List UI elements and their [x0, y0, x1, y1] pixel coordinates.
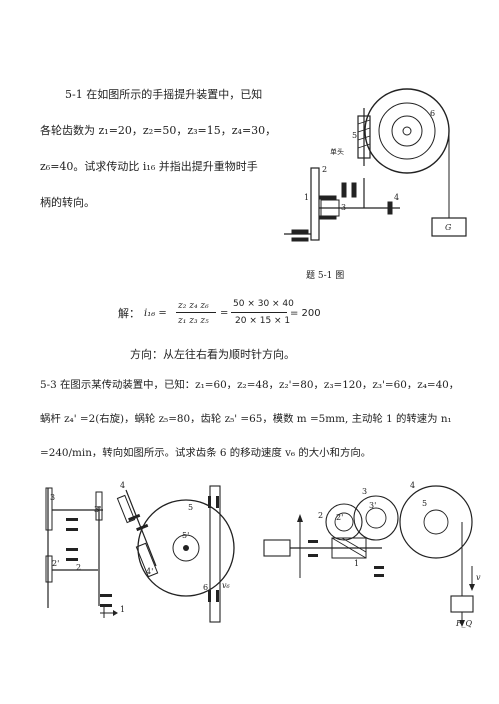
fig53l-label-2p: 2' — [52, 559, 59, 568]
fig51-label-1: 1 — [304, 193, 309, 202]
solution-den-sym: z₁ z₃ z₅ — [178, 316, 209, 326]
fig53l-label-4p: 4' — [146, 567, 153, 576]
fig53r-label-fq: F_Q — [455, 619, 473, 628]
fig53r-label-1: 1 — [354, 559, 359, 568]
fig53l-label-5: 5 — [188, 503, 193, 512]
solution-equation: 解： i₁₆ = z₂ z₄ z₆ z₁ z₃ z₅ = 50 × 30 × 4… — [118, 295, 321, 335]
p51-line3: z₆=40。试求传动比 i₁₆ 并指出提升重物时手 — [40, 160, 258, 173]
solution-num-values: 50 × 30 × 40 — [233, 299, 294, 309]
figure-5-3-right: 2 2' 3 3' 4 5 1 v F_Q — [263, 481, 481, 628]
fig53l-label-3: 3 — [50, 493, 55, 502]
fig51-label-3: 3 — [341, 203, 346, 212]
fig51-label-4: 4 — [394, 193, 399, 202]
fig53l-label-5p: 5' — [182, 531, 189, 540]
p51-line2: 各轮齿数为 z₁=20，z₂=50，z₃=15，z₄=30， — [40, 124, 277, 137]
fig53l-label-6: 6 — [203, 583, 208, 592]
fig53r-label-2: 2 — [318, 511, 323, 520]
fig53r-label-2p: 2' — [336, 513, 343, 522]
fig53r-label-3p: 3' — [369, 501, 376, 510]
fig53r-label-3: 3 — [362, 487, 367, 496]
fig51-label-5: 5 — [352, 131, 357, 140]
solution-direction: 方向：从左往右看为顺时针方向。 — [130, 348, 295, 361]
solution-eq1: = — [220, 308, 229, 319]
p53-line3: =240/min，转向如图所示。试求齿条 6 的移动速度 v₆ 的大小和方向。 — [40, 447, 372, 459]
solution-prefix: 解： — [118, 307, 140, 320]
p53-line1: 5-3 在图示某传动装置中，已知：z₁=60，z₂=48，z₂'=80，z₃=1… — [40, 379, 460, 391]
fig53r-label-4: 4 — [410, 481, 415, 490]
fig53r-label-5: 5 — [422, 499, 427, 508]
fig51-caption: 题 5-1 图 — [306, 271, 345, 281]
figure-5-3-left: 3 3' 4 5 5' 4' 2' 2 1 6 v₆ — [45, 481, 235, 623]
solution-den-values: 20 × 15 × 1 — [235, 316, 291, 326]
fig51-label-6: 6 — [430, 109, 435, 118]
fig53l-label-v6: v₆ — [222, 581, 231, 590]
solution-num-sym: z₂ z₄ z₆ — [178, 301, 209, 311]
solution-result: = 200 — [290, 308, 321, 319]
figure-5-1: 6 5 单头 2 1 3 4 G — [284, 88, 467, 242]
solution-lhs: i₁₆ = — [144, 308, 167, 319]
p51-line1: 5-1 在如图所示的手摇提升装置中，已知 — [65, 88, 263, 101]
fig51-label-G: G — [445, 223, 452, 232]
fig53l-label-3p: 3' — [94, 505, 101, 514]
fig53l-label-1: 1 — [120, 605, 125, 614]
p51-line4: 柄的转向。 — [40, 196, 95, 209]
fig53r-label-v: v — [476, 573, 481, 582]
fig53l-label-2: 2 — [76, 563, 81, 572]
fig51-label-worm: 单头 — [330, 147, 344, 156]
fig51-label-2: 2 — [322, 165, 327, 174]
p53-line2: 蜗杆 z₄' =2(右旋)，蜗轮 z₅=80，齿轮 z₅' =65，模数 m =… — [40, 413, 452, 425]
fig53l-label-4: 4 — [120, 481, 125, 490]
